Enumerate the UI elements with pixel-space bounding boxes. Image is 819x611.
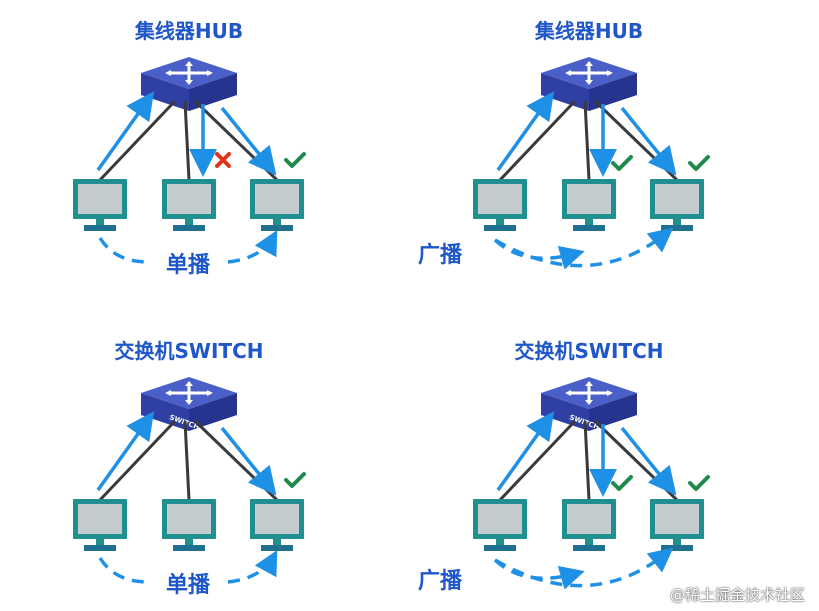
arrow-downstream-right	[220, 106, 277, 176]
monitor-2	[562, 499, 616, 551]
check-icon	[284, 472, 306, 488]
dashed-path-right	[494, 547, 674, 588]
arrow-downstream-right	[220, 426, 277, 496]
arrow-downstream-right	[620, 426, 677, 496]
device-title: 交换机SWITCH	[115, 339, 264, 363]
check-icon	[284, 152, 306, 168]
cable-line	[583, 420, 591, 501]
cable-line	[593, 99, 679, 182]
hub-icon	[539, 55, 639, 113]
mode-label: 广播	[418, 242, 463, 268]
monitor-3	[650, 499, 704, 551]
cable-line	[98, 99, 177, 182]
monitor-2	[562, 179, 616, 231]
cable-line	[193, 419, 279, 502]
dashed-path-middle	[493, 558, 585, 590]
monitor-2	[162, 179, 216, 231]
arrow-downstream-right	[620, 106, 677, 176]
check-icon	[611, 155, 633, 171]
monitor-2	[162, 499, 216, 551]
device-title: 集线器HUB	[534, 19, 643, 43]
arrow-upstream	[496, 411, 555, 492]
arrow-upstream	[496, 91, 555, 172]
monitor-3	[250, 179, 304, 231]
cable-line	[183, 420, 191, 501]
arrow-upstream	[96, 411, 155, 492]
hub-icon	[139, 55, 239, 113]
cable-line	[593, 419, 679, 502]
check-icon	[611, 475, 633, 491]
arrow-upstream	[96, 91, 155, 172]
check-icon	[688, 475, 710, 491]
cable-line	[498, 99, 577, 182]
device-title: 交换机SWITCH	[515, 339, 664, 363]
mode-label: 广播	[418, 568, 463, 594]
device-title: 集线器HUB	[134, 19, 243, 43]
dashed-path-right	[227, 229, 278, 264]
monitor-1	[73, 179, 127, 231]
monitor-3	[650, 179, 704, 231]
dashed-path-right	[227, 549, 278, 584]
dashed-path-right	[494, 227, 674, 268]
panel-1: 集线器HUB 单播	[73, 19, 306, 278]
monitor-1	[473, 179, 527, 231]
monitor-1	[473, 499, 527, 551]
dashed-path-middle	[493, 238, 585, 270]
cable-line	[98, 419, 177, 502]
panel-3: 交换机SWITCHSWITCH单播	[73, 339, 306, 598]
mode-label: 单播	[166, 253, 211, 278]
check-icon	[688, 155, 710, 171]
mode-label: 单播	[166, 573, 211, 598]
cable-line	[498, 419, 577, 502]
dashed-path-left	[98, 557, 149, 584]
cable-line	[583, 100, 591, 181]
dashed-path-left	[98, 237, 149, 264]
cross-icon	[215, 152, 231, 168]
cable-line	[183, 100, 191, 181]
panel-2: 集线器HUB 广播	[418, 19, 710, 270]
monitor-3	[250, 499, 304, 551]
watermark: @稀土掘金技术社区	[669, 586, 805, 604]
panel-4: 交换机SWITCHSWITCH广播	[418, 339, 710, 594]
cable-line	[193, 99, 279, 182]
monitor-1	[73, 499, 127, 551]
